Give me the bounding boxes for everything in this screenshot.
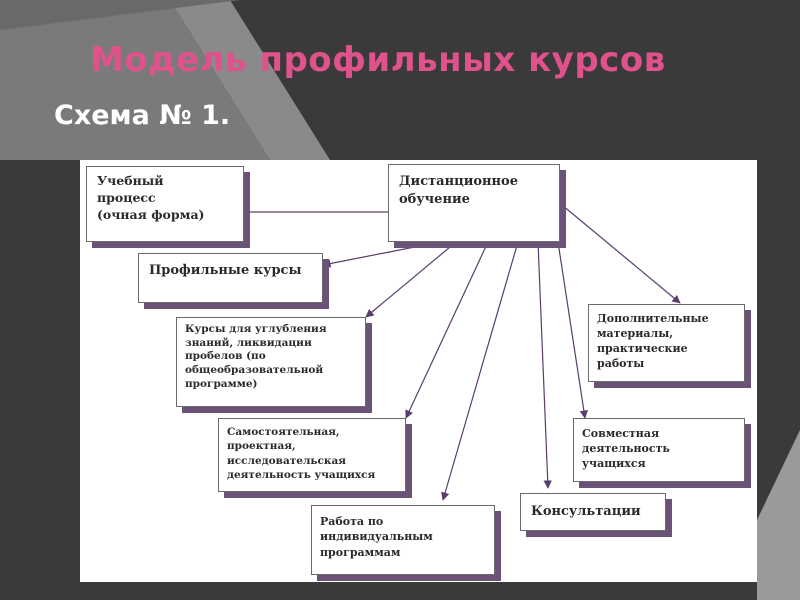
box-uchebny-process: Учебный процесс (очная форма) xyxy=(86,166,244,242)
box-independent-work: Самостоятельная, проектная, исследовател… xyxy=(218,418,406,492)
slide-title: Модель профильных курсов xyxy=(90,40,666,80)
box-profile-courses: Профильные курсы xyxy=(138,253,323,303)
box-deep-courses: Курсы для углубления знаний, ликвидации … xyxy=(176,317,366,407)
slide-subtitle: Схема № 1. xyxy=(54,100,231,131)
box-individual-programs: Работа по индивидуальным программам xyxy=(311,505,495,575)
box-joint-activity: Совместная деятельность учащихся xyxy=(573,418,745,482)
box-distance-learning: Дистанционное обучение xyxy=(388,164,560,242)
box-additional-materials: Дополнительные материалы, практические р… xyxy=(588,304,745,382)
box-consultations: Консультации xyxy=(520,493,666,531)
